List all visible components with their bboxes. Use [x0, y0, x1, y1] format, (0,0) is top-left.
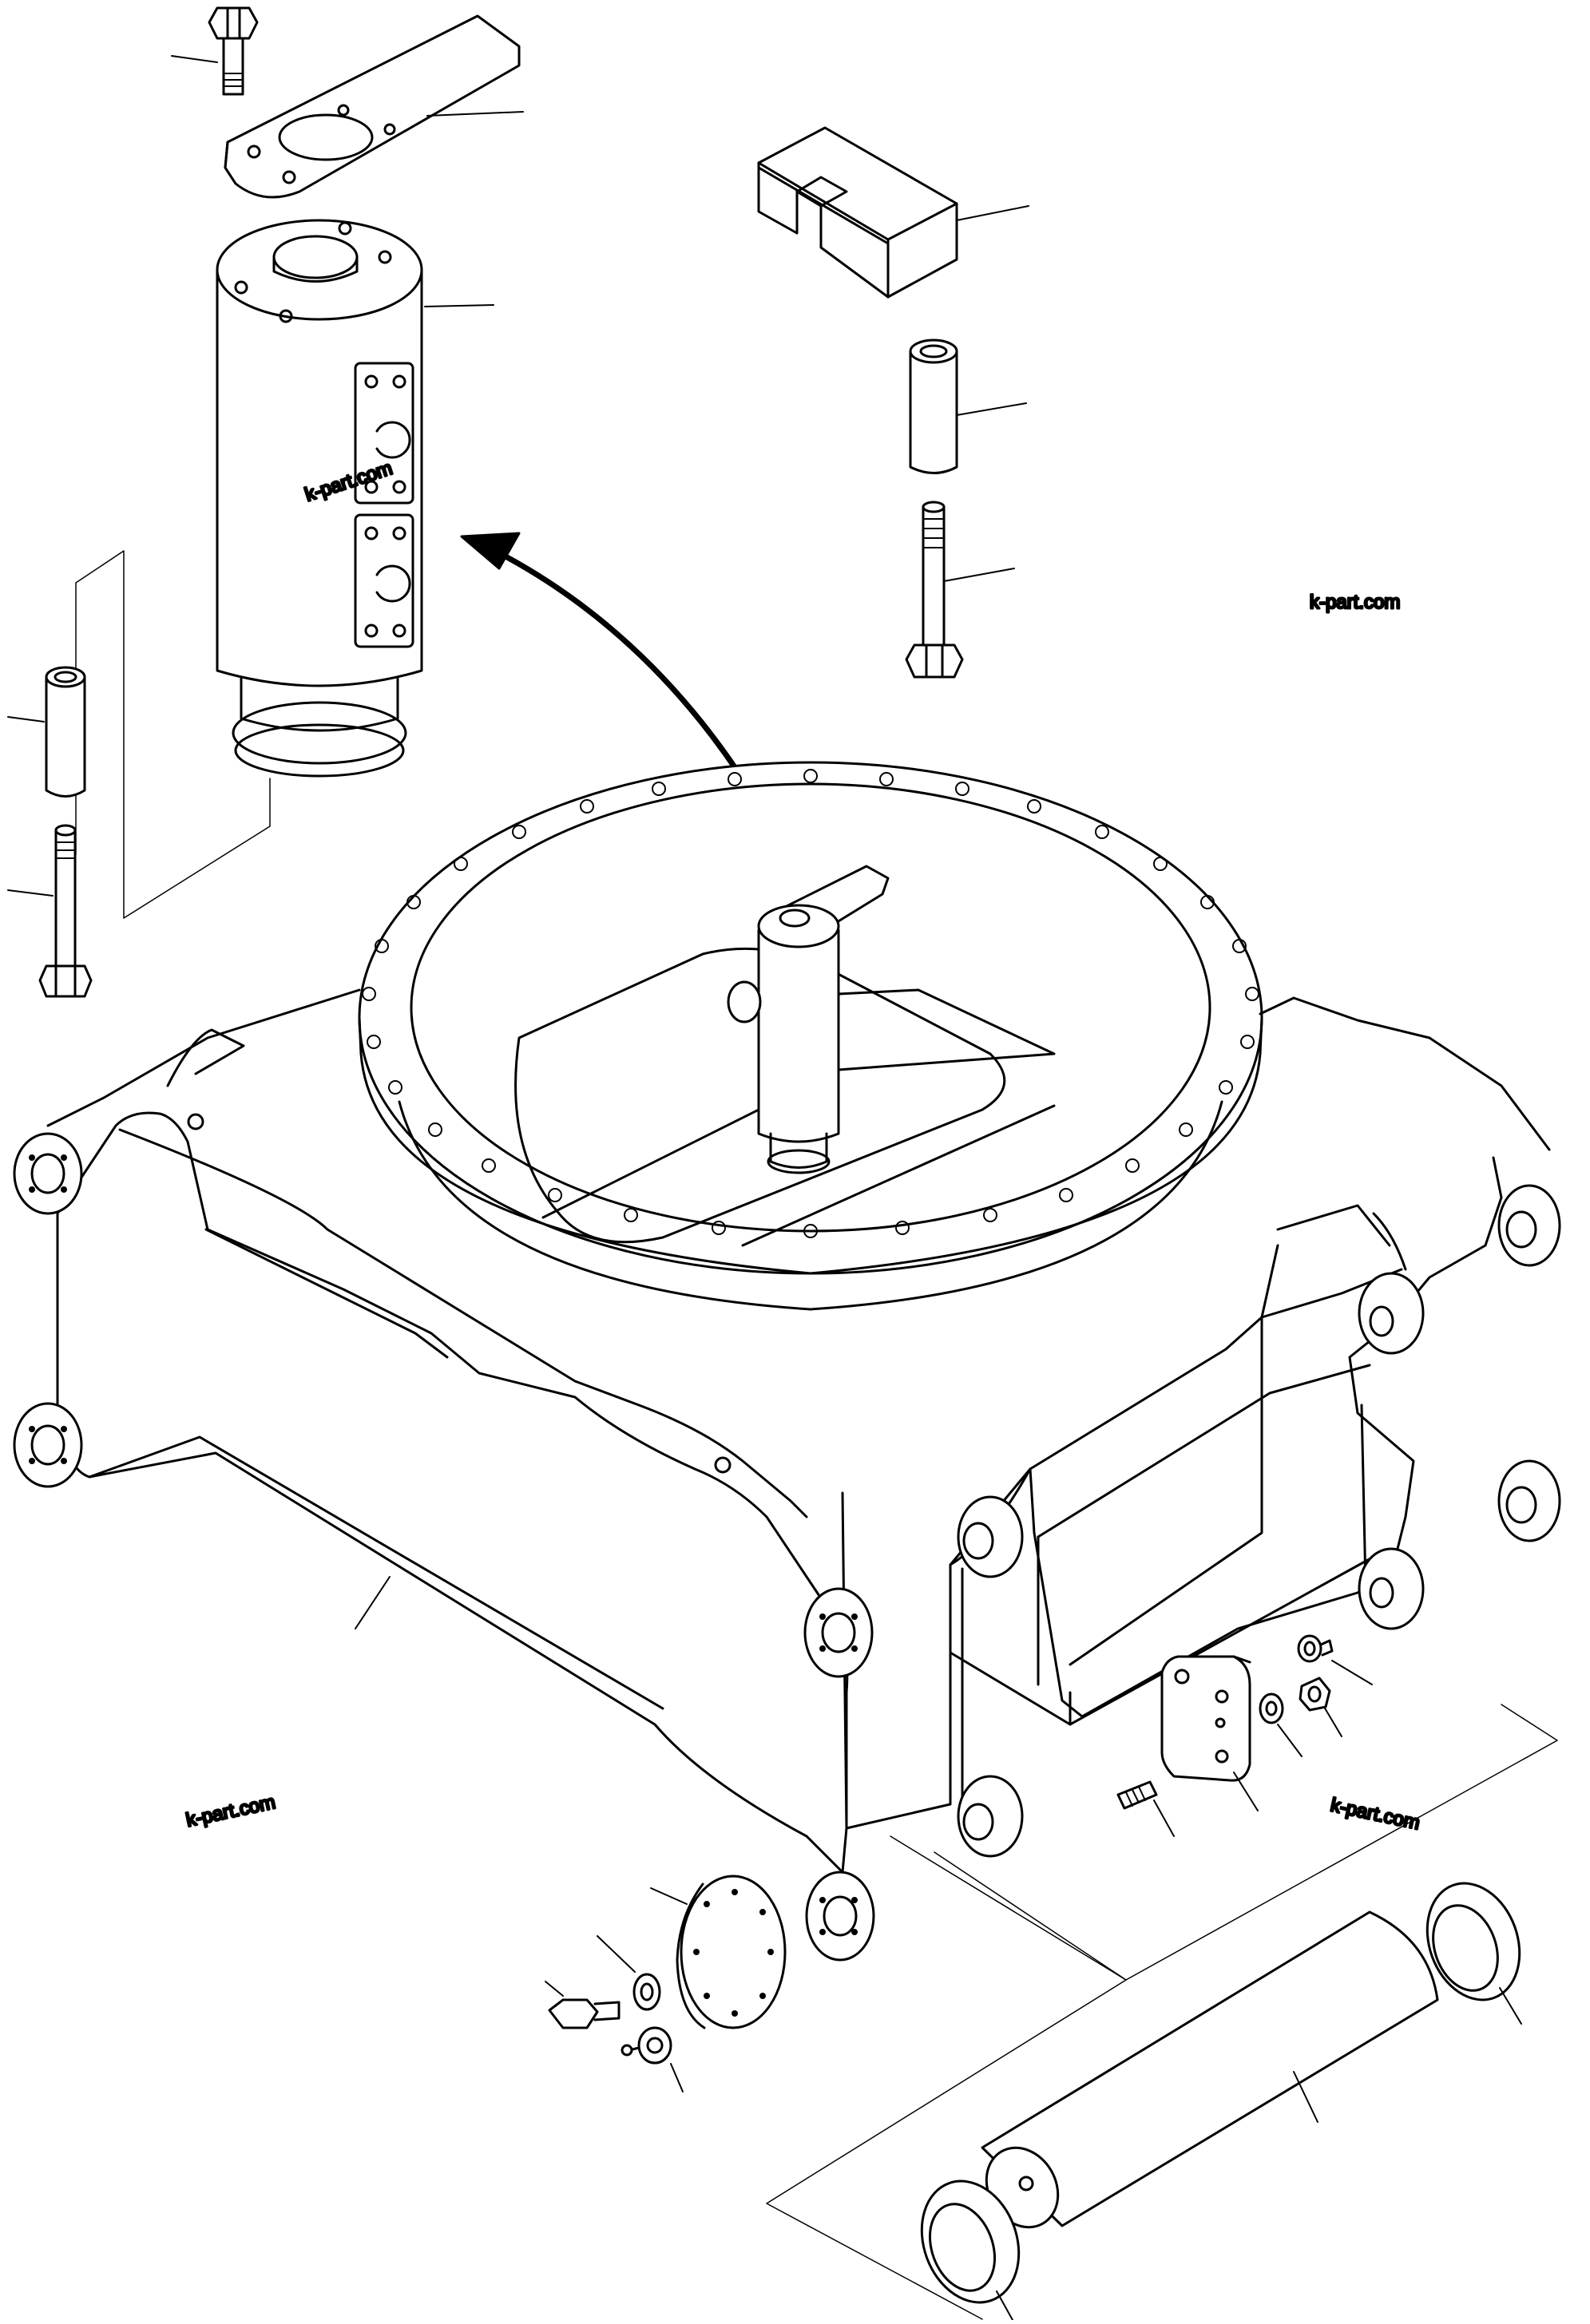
right-bushing — [909, 339, 1027, 474]
grease-fitting-1 — [621, 2026, 684, 2092]
lug-holes — [29, 1154, 858, 1935]
watermark-4: k-part.com — [1329, 1794, 1421, 1834]
grease-fitting-2 — [1297, 1634, 1373, 1685]
bushing-near — [920, 2179, 1021, 2321]
left-bushing — [7, 666, 86, 798]
pin — [981, 1910, 1439, 2229]
washer-1 — [597, 1935, 661, 2011]
plate — [1160, 1655, 1259, 1811]
top-bolt — [171, 6, 259, 96]
center-swivel — [757, 865, 890, 1174]
main-frame — [13, 761, 1561, 1962]
end-cap — [650, 1875, 787, 2029]
right-bolt — [905, 501, 1015, 679]
frame-lugs — [13, 980, 1561, 1962]
ring-bolt-holes — [362, 769, 1259, 1238]
block — [757, 126, 1029, 299]
watermark-2: k-part.com — [1310, 592, 1400, 613]
left-bolt — [7, 824, 93, 998]
bracket — [224, 14, 524, 199]
nut — [1299, 1677, 1342, 1737]
swivel-joint — [75, 219, 494, 919]
watermark-3: k-part.com — [184, 1791, 277, 1831]
stud — [1116, 1780, 1175, 1837]
bushing-far — [1425, 1882, 1522, 2025]
washer-2 — [1259, 1693, 1303, 1757]
cap-bolt — [545, 1981, 621, 2029]
